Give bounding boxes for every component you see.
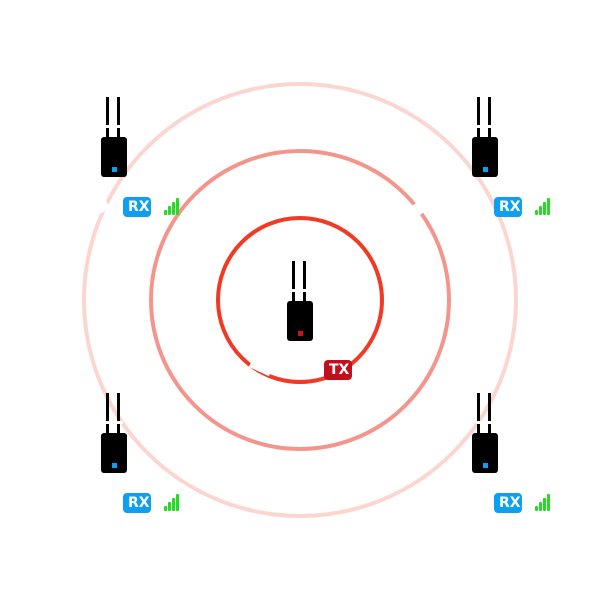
antenna (488, 393, 491, 433)
signal-bar (547, 198, 550, 215)
status-led (298, 331, 303, 336)
antenna (303, 261, 306, 301)
antenna (117, 393, 120, 433)
antenna (117, 97, 120, 137)
receiver-device-icon-bottom-left (101, 393, 127, 473)
antenna (477, 393, 480, 433)
tx-badge: TX (324, 360, 352, 380)
signal-bar (164, 506, 167, 511)
antenna (477, 97, 480, 137)
receiver-device-icon-top-right (472, 97, 498, 177)
device-body (472, 433, 498, 473)
signal-bar (172, 498, 175, 511)
device-body (287, 301, 313, 341)
device-body (472, 137, 498, 177)
receiver-device-icon-bottom-right (472, 393, 498, 473)
status-led (112, 167, 117, 172)
signal-bar (539, 502, 542, 511)
rx-badge-bottom-right: RX (494, 493, 522, 513)
antenna (106, 97, 109, 137)
signal-bar (168, 206, 171, 215)
signal-bar (164, 210, 167, 215)
signal-bar (168, 502, 171, 511)
signal-bar (172, 202, 175, 215)
signal-bar (535, 506, 538, 511)
range-ring-outer (82, 82, 518, 518)
ring-label-gap-outer (94, 198, 110, 214)
signal-bar (539, 206, 542, 215)
antenna (292, 261, 295, 301)
signal-strength-icon-top-left (164, 198, 179, 215)
signal-bar (176, 494, 179, 511)
signal-bar (543, 498, 546, 511)
transmitter-device-icon (287, 261, 313, 341)
range-ring-middle (149, 149, 451, 451)
signal-bar (176, 198, 179, 215)
status-led (483, 167, 488, 172)
ring-label-gap-middle (411, 201, 425, 217)
device-body (101, 137, 127, 177)
signal-strength-icon-bottom-right (535, 494, 550, 511)
rx-badge-bottom-left: RX (123, 493, 151, 513)
signal-strength-icon-top-right (535, 198, 550, 215)
signal-bar (543, 202, 546, 215)
signal-bar (547, 494, 550, 511)
status-led (112, 463, 117, 468)
status-led (483, 463, 488, 468)
range-ring-inner (216, 216, 384, 384)
signal-strength-icon-bottom-left (164, 494, 179, 511)
ring-label-gap-inner (248, 357, 274, 377)
signal-bar (535, 210, 538, 215)
antenna (106, 393, 109, 433)
antenna (488, 97, 491, 137)
receiver-device-icon-top-left (101, 97, 127, 177)
rx-badge-top-left: RX (123, 197, 151, 217)
device-body (101, 433, 127, 473)
rx-badge-top-right: RX (494, 197, 522, 217)
